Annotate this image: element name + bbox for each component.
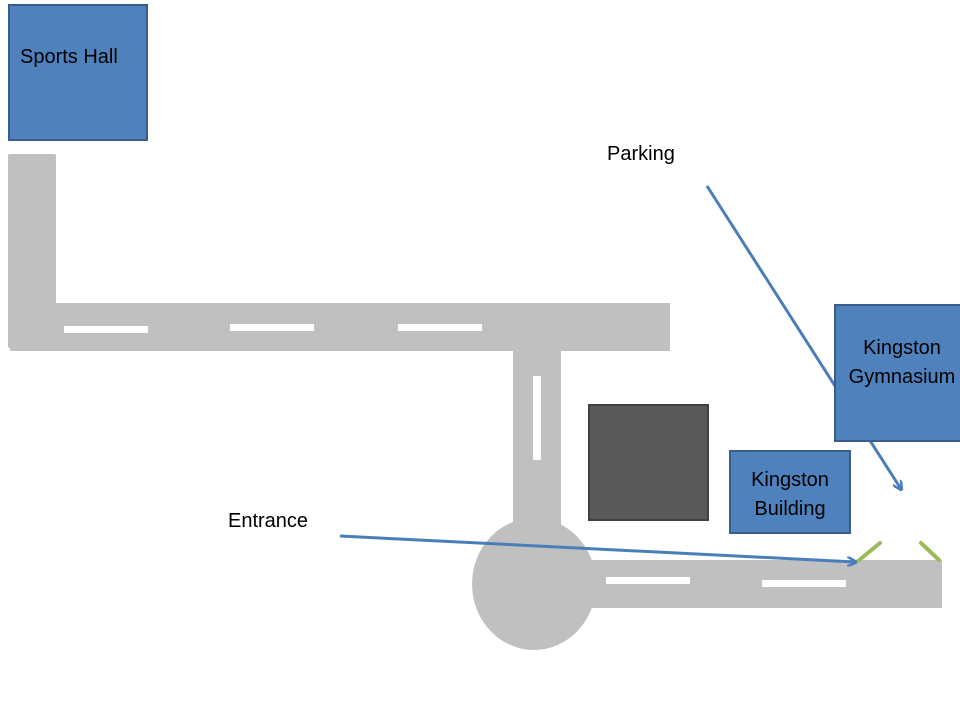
lane-marking — [64, 326, 148, 333]
sports-hall-label: Sports Hall — [20, 46, 118, 68]
kingston-building: Kingston Building — [729, 450, 851, 534]
entrance-label: Entrance — [228, 510, 309, 532]
lane-marking — [533, 376, 541, 460]
kingston-gymnasium-label-line2: Gymnasium — [848, 366, 956, 388]
lane-markings — [64, 324, 846, 587]
sports-hall-building: Sports Hall — [8, 4, 148, 141]
kingston-building-label-line1: Kingston — [751, 469, 829, 491]
roundabout — [472, 518, 596, 650]
kingston-gymnasium-building: Kingston Gymnasium — [834, 304, 960, 442]
kingston-gymnasium-label-line1: Kingston — [863, 337, 941, 359]
parking-lot — [588, 404, 709, 521]
gate-marker-icon — [856, 541, 941, 563]
lane-marking — [230, 324, 314, 331]
kingston-building-label-line2: Building — [754, 498, 826, 520]
lane-marking — [606, 577, 690, 584]
parking-label: Parking — [607, 143, 675, 165]
road-network — [8, 154, 942, 650]
arrow-right-icon — [339, 534, 855, 562]
lane-marking — [398, 324, 482, 331]
lane-marking — [762, 580, 846, 587]
road-vertical-west — [8, 154, 56, 348]
